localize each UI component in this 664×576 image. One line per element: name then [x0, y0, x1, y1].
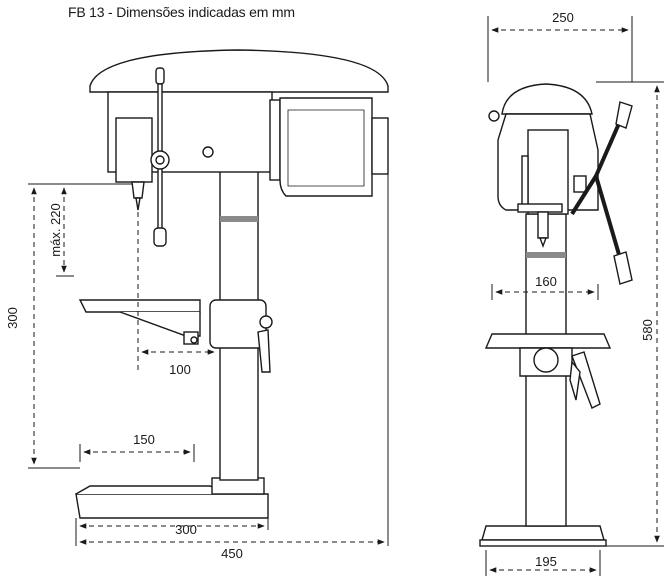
dim-160: 160 [491, 274, 599, 300]
figure-title: FB 13 - Dimensões indicadas em mm [68, 4, 295, 20]
dim-label-max-220: máx. 220 [48, 203, 63, 256]
dim-195: 195 [485, 550, 601, 576]
dim-label-150: 150 [133, 432, 155, 447]
dim-vertical-300: 300 [5, 183, 80, 469]
base-side [75, 477, 269, 519]
dim-label-100: 100 [169, 362, 191, 377]
base-front [479, 525, 607, 547]
side-view: máx. 220 300 100 150 300 [5, 49, 389, 561]
dim-450: 450 [79, 146, 389, 561]
dim-580: 580 [596, 81, 664, 547]
feed-handles-front [570, 101, 633, 285]
dim-max-220: máx. 220 [48, 183, 132, 277]
front-view: 250 160 580 195 [479, 10, 664, 576]
dim-label-300-horizontal: 300 [175, 522, 197, 537]
dim-250: 250 [487, 10, 633, 82]
dim-label-160: 160 [535, 274, 557, 289]
head-front [488, 83, 599, 248]
dim-150: 150 [79, 432, 195, 462]
work-table-front [484, 333, 612, 409]
dim-label-450: 450 [221, 546, 243, 561]
dim-label-300-vertical: 300 [5, 307, 20, 329]
dim-label-250: 250 [552, 10, 574, 25]
dim-100: 100 [141, 349, 215, 377]
head-side [89, 49, 389, 247]
dim-300-horizontal: 300 [75, 518, 269, 546]
dim-label-195: 195 [535, 554, 557, 569]
work-table-side [78, 299, 273, 373]
dim-label-580: 580 [640, 319, 655, 341]
